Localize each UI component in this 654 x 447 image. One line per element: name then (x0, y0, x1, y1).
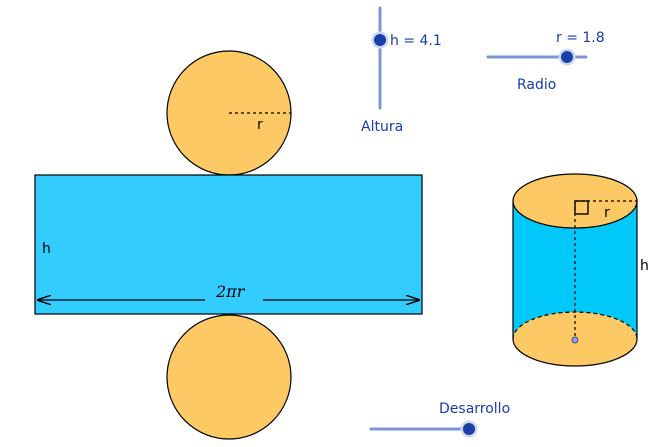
height-slider-value: h = 4.1 (390, 33, 442, 49)
cylinder-radius-label: r (604, 205, 610, 221)
unfold-slider-caption: Desarrollo (439, 401, 510, 417)
net-bottom-disk (166, 314, 292, 440)
radius-slider[interactable] (486, 48, 588, 66)
cylinder-bottom-center-point (571, 336, 579, 344)
net-lateral-surface (34, 174, 423, 315)
height-slider-caption: Altura (361, 119, 403, 135)
radius-slider-value: r = 1.8 (556, 30, 605, 46)
net-circumference-label: 2πr (215, 282, 246, 301)
net-height-label: h (42, 241, 51, 257)
cylinder-height-label: h (640, 258, 649, 274)
unfold-slider[interactable] (369, 420, 478, 438)
height-slider[interactable] (371, 6, 389, 110)
cylinder-3d (512, 173, 638, 367)
radius-slider-caption: Radio (517, 77, 556, 93)
net-top-disk-radius-label: r (257, 117, 263, 133)
